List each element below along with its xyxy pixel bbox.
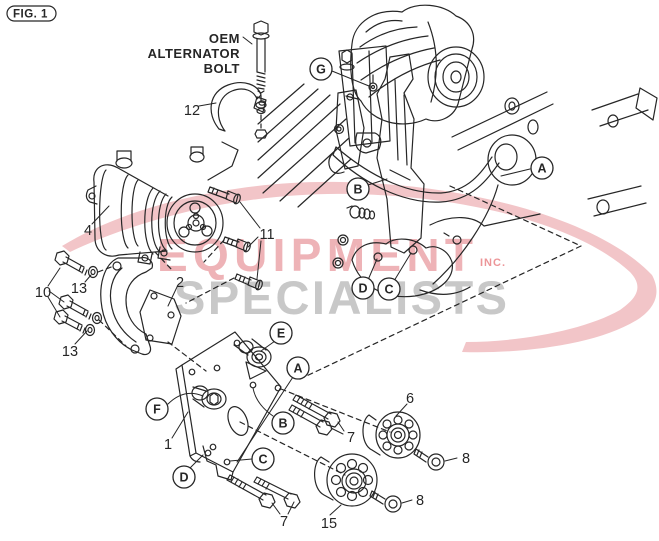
bolts-10-drawing [53, 250, 92, 334]
callout-letter-A-engine: A [537, 162, 546, 176]
bracket-2-drawing [100, 257, 182, 356]
watermark-word-specialists: SPECIALISTS [174, 271, 507, 324]
callout-letter-D-engine: D [358, 282, 367, 296]
bolt-strap-drawing [210, 82, 267, 132]
callout-letter-B-engine: B [353, 183, 362, 197]
watermark-swoosh [62, 181, 657, 353]
pulley-15-drawing [314, 453, 378, 507]
bolts-7-drawing [226, 394, 341, 509]
part-number-1: 1 [164, 437, 172, 453]
callout-circle-E [269, 321, 293, 345]
part-number-13a: 13 [71, 281, 87, 297]
oem-note-line3: BOLT [204, 61, 240, 76]
washers-13-drawing [84, 265, 103, 337]
letter-callout-circles [145, 57, 554, 489]
oem-note-line1: OEM [209, 31, 240, 46]
callout-letter-G: G [316, 63, 326, 77]
callout-letter-A-bracket: A [293, 362, 302, 376]
part-number-4: 4 [84, 223, 92, 239]
callout-circle-D-engine [351, 276, 375, 300]
figure-badge-outline [6, 5, 57, 22]
bolts-11-drawing [207, 186, 263, 291]
oem-alternator-bolt-drawing [252, 20, 270, 139]
line-art-layer [6, 4, 658, 516]
callout-circle-C-bracket [251, 447, 275, 471]
callout-circle-A-engine [530, 156, 554, 180]
bolts-8-drawing [369, 448, 445, 513]
part-number-15: 15 [321, 516, 337, 532]
part-number-8b: 8 [416, 493, 424, 509]
part-number-8a: 8 [462, 451, 470, 467]
callout-circle-D-bracket [172, 465, 196, 489]
callout-letter-C-engine: C [384, 283, 393, 297]
compressor-drawing [85, 141, 239, 265]
callout-letter-B-bracket: B [278, 417, 287, 431]
leader-lines [47, 36, 531, 516]
alternator-drawing [338, 4, 485, 154]
part-number-13b: 13 [62, 344, 78, 360]
pulley-6-drawing [362, 411, 421, 459]
part-number-6: 6 [406, 391, 414, 407]
part-number-7a: 7 [347, 430, 355, 446]
callout-letter-C-bracket: C [258, 453, 267, 467]
part-number-7b: 7 [280, 514, 288, 530]
callout-circle-B-engine [346, 177, 370, 201]
figure-badge-label: FIG. 1 [13, 9, 48, 21]
part-number-2: 2 [176, 275, 184, 291]
watermark-suffix-inc: INC. [480, 257, 506, 269]
oem-note-line2: ALTERNATOR [148, 46, 240, 61]
part-number-12: 12 [184, 103, 200, 119]
callout-circle-G [309, 57, 333, 81]
callout-circle-B-bracket [271, 411, 295, 435]
part-number-11: 11 [259, 227, 274, 243]
main-bracket-drawing [175, 331, 282, 481]
callout-letter-D-bracket: D [179, 471, 188, 485]
text-layer: FIG. 1 OEM ALTERNATOR BOLT 12 4 11 2 10 … [13, 9, 547, 533]
engine-hatch-lines [257, 83, 352, 208]
callout-letter-E: E [277, 327, 285, 341]
callout-letter-F: F [153, 403, 161, 417]
callout-circle-F [145, 397, 169, 421]
part-number-10: 10 [35, 285, 51, 301]
watermark: EQUIPMENT INC. SPECIALISTS [62, 181, 657, 353]
callout-circle-A-bracket [286, 356, 310, 380]
callout-circle-C-engine [377, 277, 401, 301]
